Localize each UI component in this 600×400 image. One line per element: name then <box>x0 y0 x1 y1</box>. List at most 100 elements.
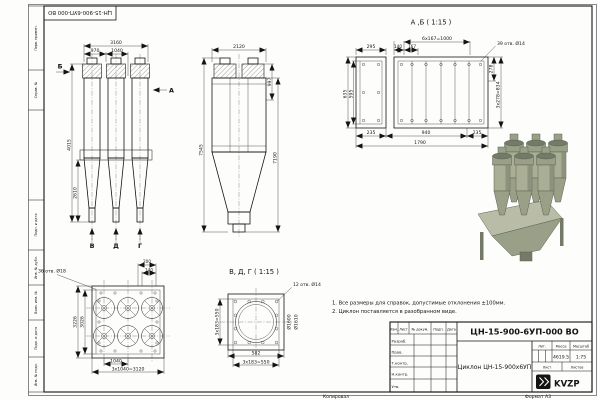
dim-200: 200 <box>143 259 151 264</box>
inlet-scroll <box>82 63 102 79</box>
tb-lit-label: Лит. <box>538 345 546 349</box>
notes: 1. Все размеры для справок, допустимые о… <box>332 301 506 316</box>
frame-side-column: Перв. примен. Справ. № Подп. и дата Инв.… <box>28 5 44 393</box>
side-field-podp2: Подп. и дата <box>34 327 38 350</box>
dim-278: 278 <box>489 65 495 74</box>
dim-6x167: 6х167=1000 <box>422 36 452 42</box>
tb-mass-label: Масса <box>556 345 567 349</box>
view-arrow-g: Г <box>138 242 142 250</box>
dim-vdg-left-550: 3х183=550 <box>214 308 220 335</box>
side-field-vzam: Взам. инв. № <box>34 291 38 314</box>
cyclone-3d <box>492 146 556 216</box>
note-2: 2. Циклон поставляется в разобранном вид… <box>332 309 457 315</box>
tb-col-podp: Подп. <box>433 328 443 332</box>
tb-row-utv: Утв. <box>392 384 400 389</box>
dim-970: 970 <box>91 48 100 54</box>
tb-mass-value: 4619.5 <box>553 355 569 361</box>
dim-3026: 3026 <box>79 316 85 328</box>
section-ab-title: А ,Б ( 1:15 ) <box>411 19 452 27</box>
cyclone-tube-openings <box>93 297 163 347</box>
flange-frame-right <box>393 56 489 129</box>
cyclone-3d <box>504 133 568 203</box>
flange-square <box>227 293 285 351</box>
note-1: 1. Все размеры для справок, допустимые о… <box>332 301 506 307</box>
side-field-perv: Перв. примен. <box>34 25 38 50</box>
hopper-body <box>491 217 563 257</box>
holes-39-label: 39 отв. Ø14 <box>497 40 525 47</box>
holes-36-label: 36 отв. Ø18 <box>38 268 66 275</box>
dim-3x278: 3х278=834 <box>496 81 502 108</box>
title-block: Изм. Лист № докум. Подп. Дата Разраб. Пр… <box>389 321 593 393</box>
tb-row-razrab: Разраб. <box>392 339 407 344</box>
drawing-frame: Перв. примен. Справ. № Подп. и дата Инв.… <box>28 4 597 400</box>
dim-235-right: 235 <box>473 130 482 136</box>
dim-997: 997 <box>267 78 273 87</box>
dim-595: 595 <box>348 90 354 99</box>
inlet-scroll <box>213 63 237 79</box>
outlet-stub <box>219 57 231 65</box>
front-view: 3160 970 1040 4015 2610 Б А В Д Г <box>56 40 174 250</box>
view-vdg-title: В, Д, Г ( 1:15 ) <box>229 268 279 276</box>
inlet-scroll <box>241 63 265 79</box>
tb-designation: ЦН-15-900-6УП-000 ВО <box>470 327 579 337</box>
dim-1040: 1040 <box>111 48 123 54</box>
view-arrow-v: В <box>90 242 95 250</box>
support-leg <box>480 232 484 260</box>
view-arrow-b: Б <box>58 63 63 71</box>
hopper-outlet-flange <box>232 223 246 233</box>
view-arrow-d: Д <box>113 242 119 250</box>
tb-sheets-label: Листов <box>571 365 584 369</box>
view-vdg: В, Д, Г ( 1:15 ) 12 отв. Ø14 3х183=550 5… <box>214 268 321 368</box>
isometric-render <box>477 133 568 262</box>
logo-text: KVZP <box>554 380 580 390</box>
corner-stamp: ЦН-15-900-6УП-000 ВО <box>43 5 117 21</box>
dia-1610: Ø1610 <box>293 314 300 329</box>
dia-1600: Ø1600 <box>286 314 293 329</box>
tb-col-list: Лист <box>399 328 408 332</box>
section-ab: А ,Б ( 1:15 ) 295 140 167 6х167=1000 39 … <box>342 19 525 149</box>
tb-scale-label: Масштаб <box>573 345 589 349</box>
dim-3x1040: 3х1040=3120 <box>112 366 145 372</box>
dust-outlet <box>88 207 96 223</box>
format-label: Формат А3 <box>525 394 551 400</box>
dim-7545: 7545 <box>199 144 205 156</box>
tb-col-data: Дата <box>447 328 456 332</box>
inlet-scroll <box>130 63 150 79</box>
dim-940: 940 <box>422 130 431 136</box>
dim-3160: 3160 <box>110 40 122 46</box>
dim-167: 167 <box>408 44 416 49</box>
dust-outlet <box>136 207 144 223</box>
side-field-inv: Инв. № подл. <box>34 363 38 386</box>
stamp-designation: ЦН-15-900-6УП-000 ВО <box>48 9 112 15</box>
side-field-dubl: Инв. № дубл. <box>34 256 38 279</box>
bolt-holes <box>97 291 159 353</box>
view-arrow-a: А <box>169 87 174 95</box>
dim-1790: 1790 <box>414 140 426 146</box>
dim-140b: 140 <box>145 267 153 272</box>
side-field-sprav: Справ. № <box>34 81 38 98</box>
tb-row-prov: Пров. <box>392 350 403 355</box>
flange-circle <box>235 301 277 343</box>
tb-scale-value: 1:75 <box>576 355 586 361</box>
dim-582: 582 <box>252 350 261 356</box>
outlet-stub <box>247 57 259 65</box>
bottom-view: 36 отв. Ø18 200 140 3226 3026 1040 3х104… <box>38 259 170 375</box>
dim-vdg-bottom-550: 3х183=550 <box>242 359 269 365</box>
tb-row-nkontr: Н.контр. <box>392 372 409 377</box>
tb-row-tkontr: Т.контр. <box>391 361 408 366</box>
dim-635: 635 <box>342 90 348 99</box>
dust-outlet <box>112 207 120 223</box>
dim-295: 295 <box>367 44 376 50</box>
tb-col-izm: Изм. <box>390 328 398 332</box>
dim-235-left: 235 <box>367 130 376 136</box>
support-leg <box>560 218 564 246</box>
side-view: 2120 997 7545 7190 <box>199 44 281 238</box>
dim-2610: 2610 <box>73 187 79 199</box>
company-logo: KVZP <box>536 374 580 390</box>
dim-3226: 3226 <box>72 316 78 328</box>
inlet-scroll <box>106 63 126 79</box>
tb-col-docnum: № докум. <box>412 328 429 332</box>
support-beam <box>79 149 153 161</box>
dim-140: 140 <box>394 44 402 49</box>
